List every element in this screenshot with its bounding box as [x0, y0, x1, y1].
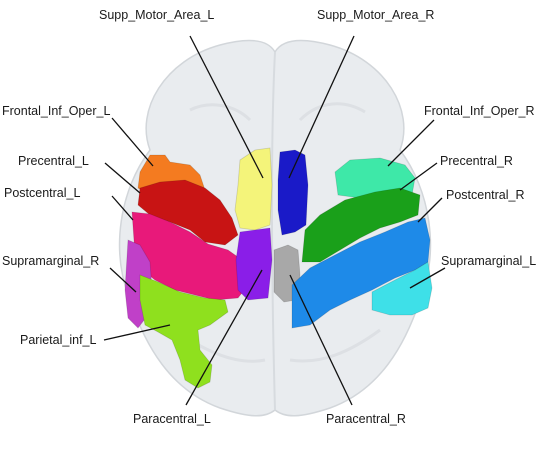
leader-supp-motor-area-r: [288, 35, 355, 179]
region-supp-motor-area-l: [234, 147, 273, 231]
leader-supramarginal-r: [109, 267, 137, 293]
label-frontal-inf-oper-r: Frontal_Inf_Oper_R: [424, 104, 535, 118]
leader-lines: [103, 35, 446, 406]
label-supp-motor-area-l: Supp_Motor_Area_L: [99, 8, 215, 22]
label-supp-motor-area-r: Supp_Motor_Area_R: [317, 8, 435, 22]
leader-parietal-inf-l: [103, 324, 171, 341]
label-frontal-inf-oper-l: Frontal_Inf_Oper_L: [2, 104, 111, 118]
leader-precentral-r: [399, 162, 438, 191]
left-regions: [124, 147, 273, 389]
leader-paracentral-l: [185, 269, 263, 406]
label-precentral-l: Precentral_L: [18, 154, 89, 168]
label-postcentral-l: Postcentral_L: [4, 186, 81, 200]
sulcus-line: [189, 103, 252, 122]
label-parietal-inf-l: Parietal_inf_L: [20, 333, 97, 347]
sulcus-line: [298, 102, 366, 122]
label-supramarginal-r: Supramarginal_R: [2, 254, 100, 268]
region-supp-motor-area-r: [277, 149, 309, 236]
leader-paracentral-r: [289, 274, 353, 406]
region-supramarginal-l: [371, 261, 433, 316]
leader-frontal-inf-oper-r: [387, 119, 435, 167]
leader-postcentral-l: [111, 195, 134, 221]
label-paracentral-r: Paracentral_R: [326, 412, 406, 426]
label-postcentral-r: Postcentral_R: [446, 188, 525, 202]
label-precentral-r: Precentral_R: [440, 154, 513, 168]
region-paracentral-l: [235, 227, 273, 301]
midline-fissure: [270, 51, 276, 411]
right-regions: [273, 149, 433, 329]
label-paracentral-l: Paracentral_L: [133, 412, 211, 426]
leader-postcentral-r: [417, 197, 443, 223]
region-precentral-r: [301, 187, 421, 263]
leader-supramarginal-l: [409, 267, 446, 289]
leader-precentral-l: [104, 162, 141, 194]
sulcus-line: [289, 328, 381, 363]
leader-supp-motor-area-l: [189, 35, 264, 179]
leader-frontal-inf-oper-l: [111, 117, 154, 167]
region-parietal-inf-l: [139, 274, 229, 389]
label-supramarginal-l: Supramarginal_L: [441, 254, 537, 268]
